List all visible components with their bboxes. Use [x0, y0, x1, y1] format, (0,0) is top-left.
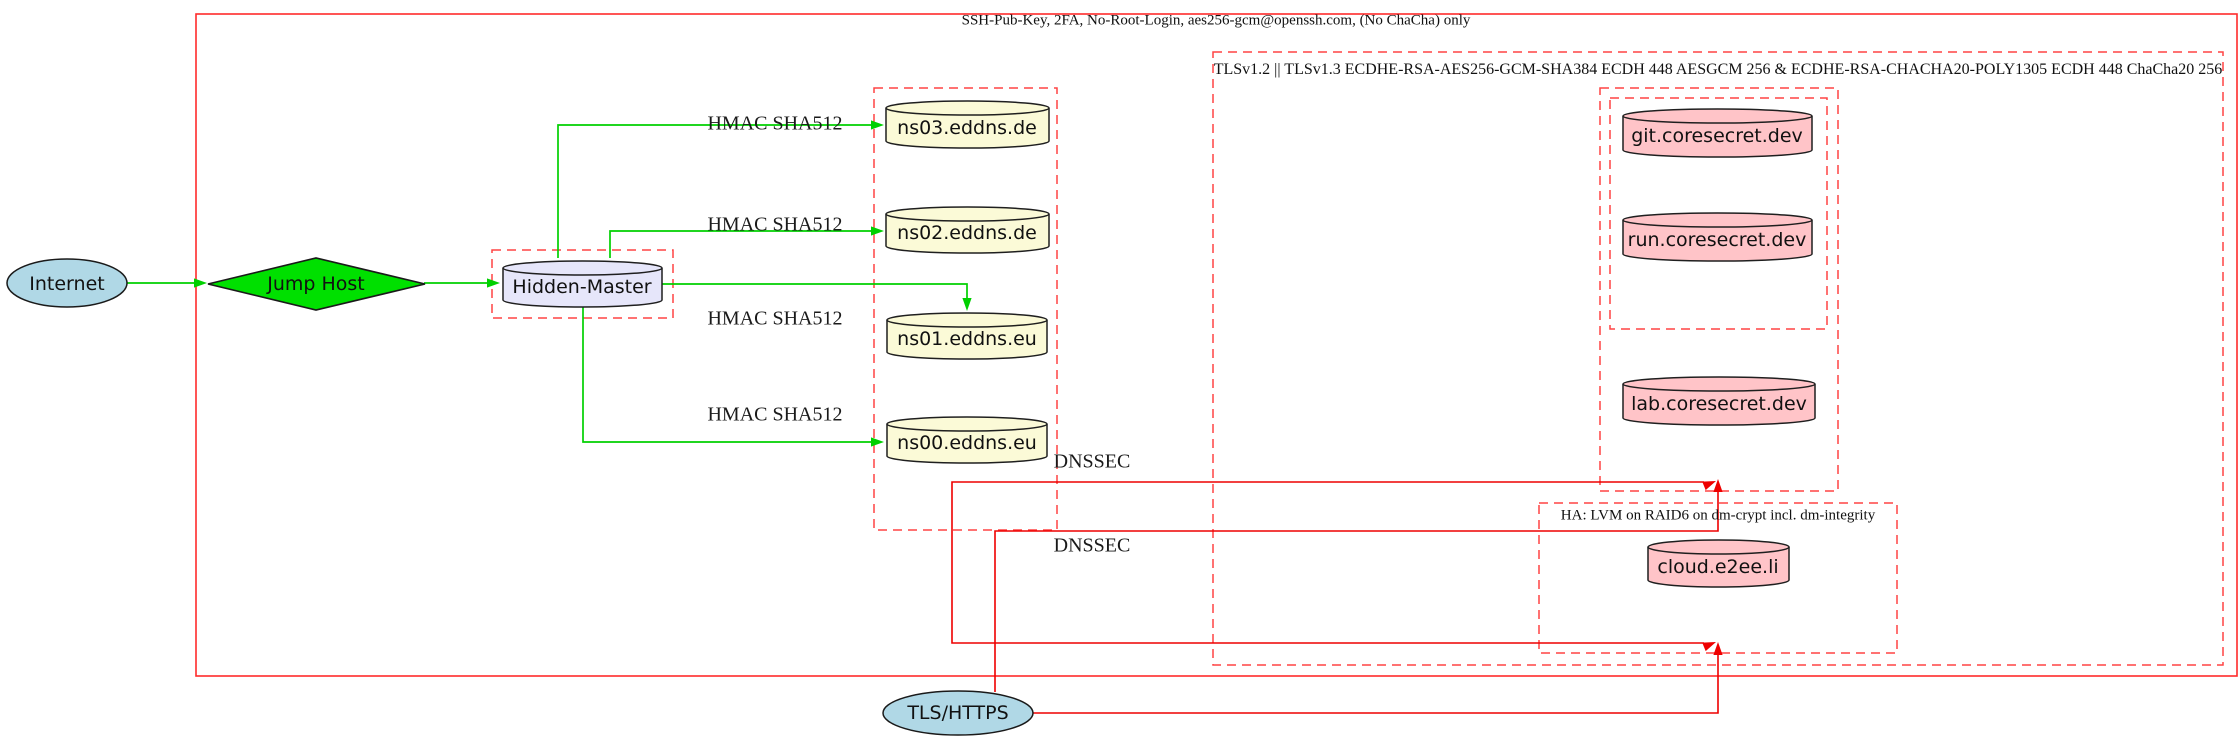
node-jump-host-diamond [207, 257, 426, 311]
node-hidden-master-cylinder [502, 260, 663, 308]
edge-label-dnssec-2: DNSSEC [1053, 534, 1131, 557]
arrowhead-ha-up [1713, 642, 1723, 655]
node-git-cylinder [1622, 108, 1813, 158]
edge-label-hmac-ns00: HMAC SHA512 [707, 403, 843, 426]
node-label-lab: lab.coresecret.dev [1631, 393, 1807, 415]
cluster-tls-label: TLSv1.2 || TLSv1.3 ECDHE-RSA-AES256-GCM-… [1213, 61, 2223, 78]
arrowhead-ns01 [962, 298, 972, 311]
cylinder-lid [1622, 219, 1813, 228]
node-ns03-cylinder [885, 100, 1050, 149]
node-lab-cylinder [1622, 376, 1816, 426]
edge-hiddenmaster-ns02 [609, 230, 872, 258]
cylinder-lid [885, 213, 1050, 222]
arrowhead-ha-right [1702, 642, 1716, 652]
node-tls-https-ellipse [882, 690, 1034, 736]
cylinder-lid [1647, 546, 1790, 555]
cylinder-body [886, 312, 1048, 360]
edge-hiddenmaster-ns00 [582, 306, 872, 443]
node-label-jump-host: Jump Host [267, 273, 365, 295]
arrowhead-ns02 [871, 226, 884, 236]
cluster-ha-label: HA: LVM on RAID6 on dm-crypt incl. dm-in… [1560, 507, 1876, 524]
cylinder-body [1622, 376, 1816, 426]
cylinder-lid [1622, 115, 1813, 124]
arrowhead-coresecret-up [1713, 479, 1723, 492]
cylinder-body [885, 206, 1050, 254]
cylinder-lid [885, 107, 1050, 116]
cylinder-body [1647, 539, 1790, 588]
edge-nscluster-ha [951, 530, 1704, 644]
cylinder-body [502, 260, 663, 308]
node-label-cloud: cloud.e2ee.li [1657, 556, 1779, 578]
cylinder-lid [1622, 383, 1816, 392]
node-ns01-cylinder [886, 312, 1048, 360]
arrowhead-internet-jumphost [194, 278, 207, 288]
node-label-run: run.coresecret.dev [1627, 229, 1807, 251]
arrowhead-coresecret-right [1702, 481, 1716, 491]
cluster-nameservers-box [873, 87, 1058, 531]
edge-hiddenmaster-ns01 [662, 283, 968, 300]
edge-tlshttps-coresecret [994, 491, 1719, 692]
edge-nscluster-coresecret [951, 481, 1704, 530]
node-ns00-cylinder [886, 416, 1048, 464]
cylinder-body [1622, 212, 1813, 262]
cluster-ssh-box [195, 13, 2238, 677]
edge-label-hmac-ns03: HMAC SHA512 [707, 112, 843, 135]
cylinder-body [885, 100, 1050, 149]
edge-label-dnssec-1: DNSSEC [1053, 450, 1131, 473]
cylinder-body [886, 416, 1048, 464]
cylinder-lid [502, 267, 663, 276]
node-ns02-cylinder [885, 206, 1050, 254]
cylinder-lid [886, 423, 1048, 432]
node-label-internet: Internet [29, 273, 105, 295]
node-label-git: git.coresecret.dev [1631, 125, 1803, 147]
cluster-coresecret-inner-box [1609, 97, 1828, 330]
node-run-cylinder [1622, 212, 1813, 262]
edge-label-hmac-ns01: HMAC SHA512 [707, 307, 843, 330]
cylinder-lid [886, 319, 1048, 328]
node-label-ns03: ns03.eddns.de [897, 117, 1037, 139]
arrowhead-ns03 [871, 120, 884, 130]
arrowhead-ns00 [871, 437, 884, 447]
node-label-tls-https: TLS/HTTPS [907, 702, 1009, 724]
cluster-ssh-label: SSH-Pub-Key, 2FA, No-Root-Login, aes256-… [961, 12, 1471, 29]
edge-tlshttps-ha [1033, 654, 1719, 714]
arrowhead-jumphost-hiddenmaster [487, 278, 500, 288]
node-cloud-cylinder [1647, 539, 1790, 588]
edge-hiddenmaster-ns03 [557, 124, 872, 258]
node-label-ns02: ns02.eddns.de [897, 222, 1037, 244]
node-label-ns00: ns00.eddns.eu [897, 432, 1037, 454]
edge-label-hmac-ns02: HMAC SHA512 [707, 213, 843, 236]
cylinder-body [1622, 108, 1813, 158]
cluster-coresecret-outer-box [1599, 87, 1839, 492]
node-internet-ellipse [6, 258, 128, 308]
node-label-hidden-master: Hidden-Master [512, 276, 652, 298]
node-label-ns01: ns01.eddns.eu [897, 328, 1037, 350]
